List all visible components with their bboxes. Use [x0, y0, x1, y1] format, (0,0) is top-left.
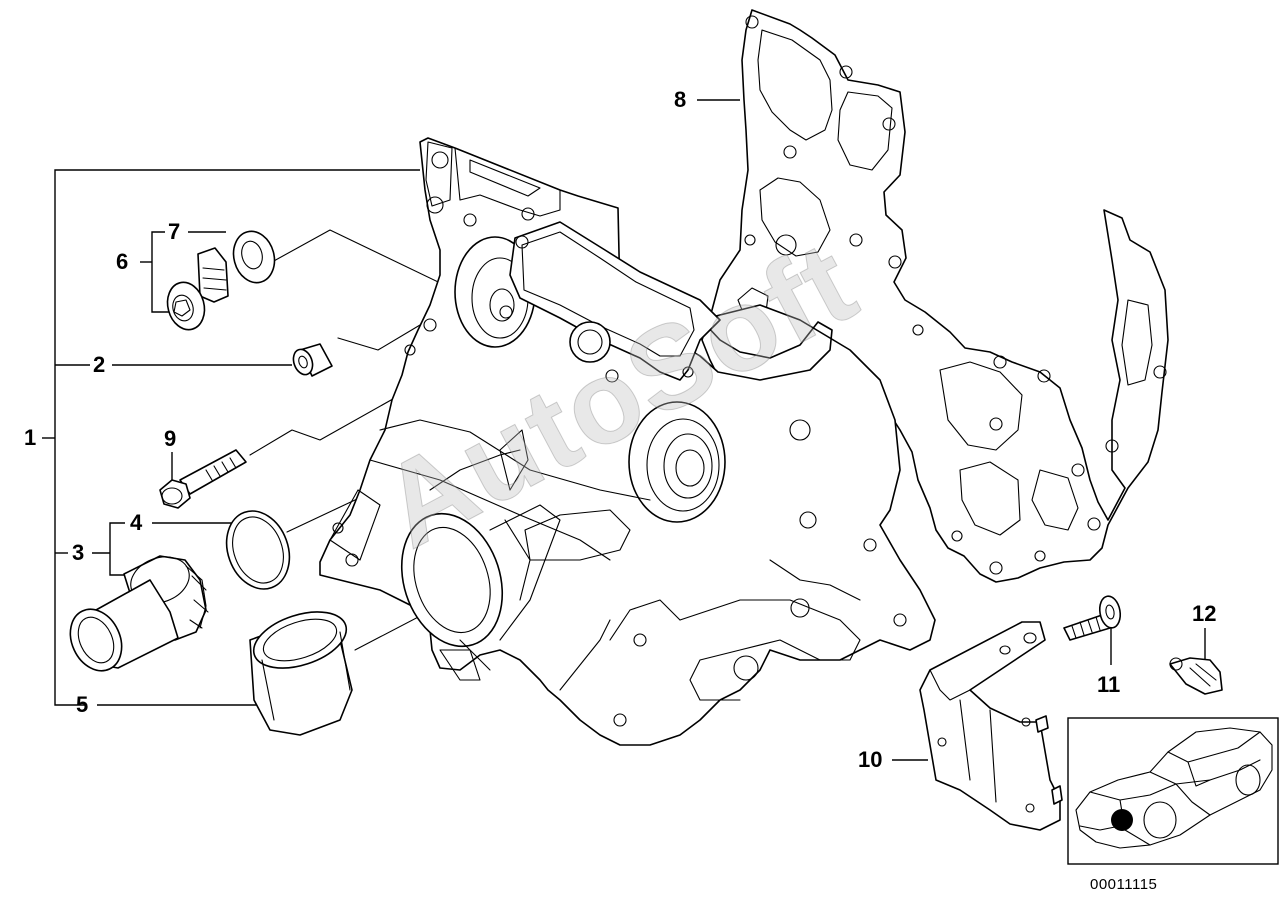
- diagram-id: 00011115: [1090, 876, 1158, 893]
- leader-lines: [42, 99, 1206, 761]
- callout-12: 12: [1192, 601, 1217, 626]
- sleeve-part-5: [249, 611, 353, 736]
- dowel-sleeve-part-2: [292, 343, 333, 377]
- callout-3: 3: [72, 540, 85, 565]
- callout-1: 1: [24, 425, 37, 450]
- hex-bolt-part-9: [159, 449, 247, 509]
- callout-4: 4: [130, 510, 143, 535]
- vehicle-locator-thumbnail: [1067, 717, 1279, 865]
- o-ring-part-4: [225, 510, 291, 590]
- callout-8: 8: [674, 87, 687, 112]
- callout-11: 11: [1097, 672, 1121, 697]
- callout-6: 6: [116, 249, 129, 274]
- clip-nut-part-12: [1169, 657, 1223, 695]
- callout-9: 9: [164, 426, 177, 451]
- threaded-connector-part-3: [69, 555, 209, 672]
- callout-5: 5: [76, 692, 89, 717]
- sealing-washer-part-7: [232, 230, 276, 284]
- timing-case-cover: [319, 137, 936, 746]
- callout-7: 7: [168, 219, 181, 244]
- bolt-part-11: [1063, 595, 1122, 641]
- bracket-part-10: [919, 621, 1063, 831]
- callout-2: 2: [93, 352, 106, 377]
- callout-10: 10: [858, 747, 883, 772]
- screw-plug-part-6: [166, 247, 229, 331]
- locator-dot: [1111, 809, 1133, 831]
